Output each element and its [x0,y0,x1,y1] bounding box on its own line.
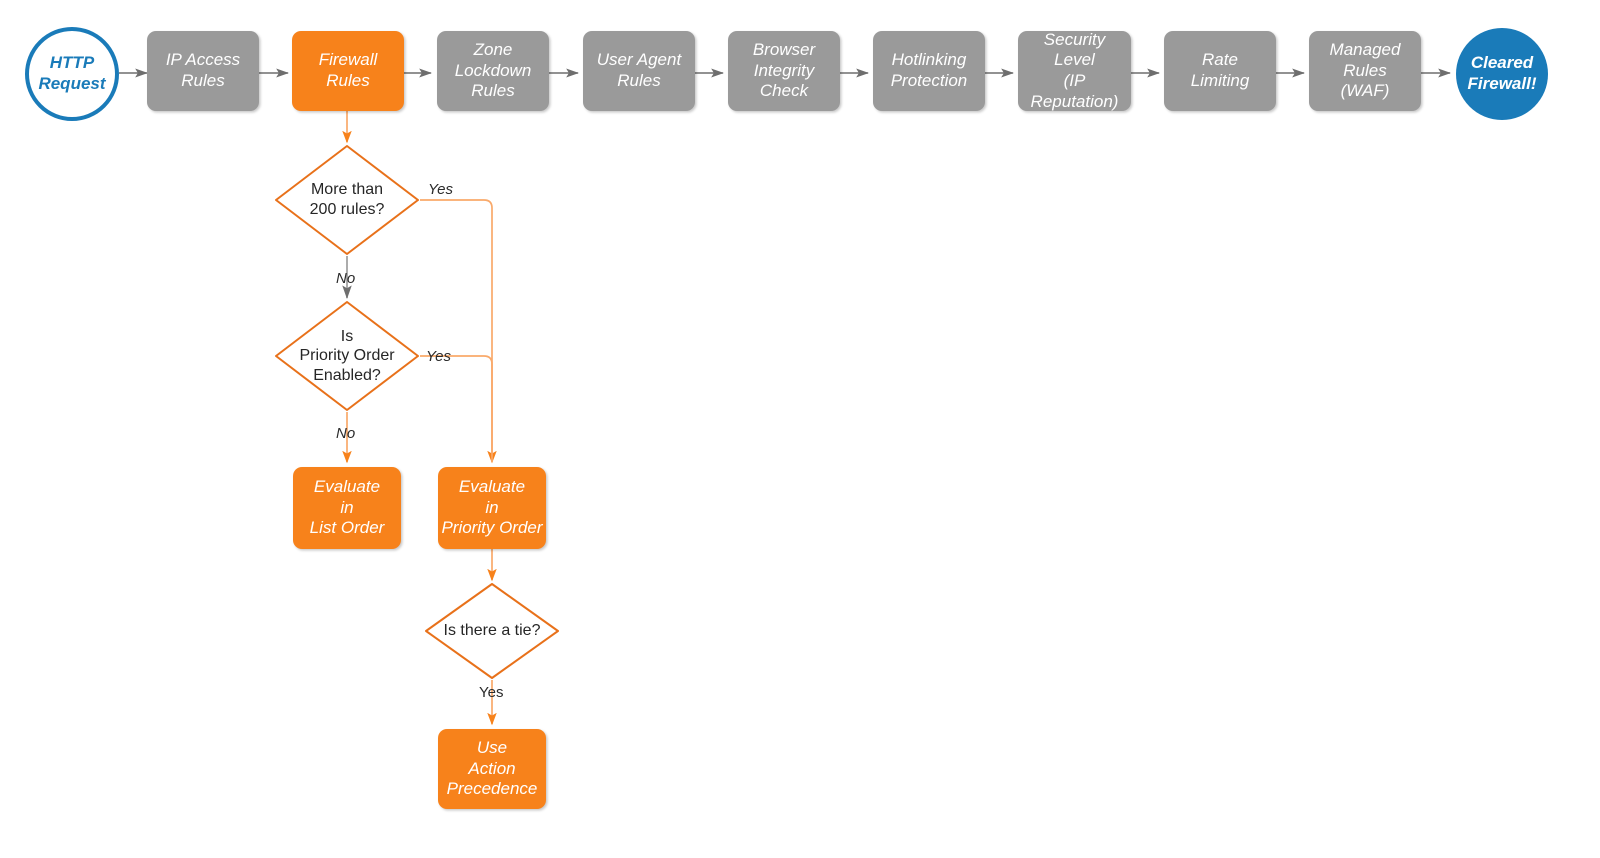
node-security-level[interactable]: Security Level (IP Reputation) [1018,29,1131,111]
node-user-agent-rules[interactable]: User Agent Rules [583,31,695,111]
node-managed-rules-waf[interactable]: Managed Rules (WAF) [1309,31,1421,111]
edge-label-no-priority-order: No [336,425,356,442]
node-label: Evaluate in List Order [309,476,385,538]
node-zone-lockdown-rules[interactable]: Zone Lockdown Rules [437,31,549,111]
node-cleared-firewall[interactable]: Cleared Firewall! [1456,28,1548,120]
node-label: Security Level (IP Reputation) [1030,29,1119,111]
node-label: More than 200 rules? [309,181,385,218]
node-firewall-rules[interactable]: Firewall Rules [292,31,404,111]
node-label: IP Access Rules [165,50,241,90]
edge-label-yes-more-than-200: Yes [428,181,454,198]
node-is-priority-order-enabled[interactable]: Is Priority Order Enabled? [276,302,418,410]
node-label: Use Action Precedence [446,737,538,799]
edge-label-yes-priority-order: Yes [426,348,452,365]
node-rate-limiting[interactable]: Rate Limiting [1164,31,1276,111]
node-more-than-200-rules[interactable]: More than 200 rules? [276,146,418,254]
node-label: Zone Lockdown Rules [454,39,532,101]
node-label: HTTP Request [38,53,106,93]
node-use-action-precedence[interactable]: Use Action Precedence [438,729,546,809]
edge-label-yes-is-there-a-tie: Yes [479,684,504,701]
node-is-there-a-tie[interactable]: Is there a tie? [426,584,558,678]
node-label: Rate Limiting [1190,50,1250,90]
node-evaluate-in-list-order[interactable]: Evaluate in List Order [293,467,401,549]
node-ip-access-rules[interactable]: IP Access Rules [147,31,259,111]
node-http-request[interactable]: HTTP Request [25,27,119,121]
node-hotlinking-protection[interactable]: Hotlinking Protection [873,31,985,111]
node-label: User Agent Rules [596,50,682,90]
edge-label-no-more-than-200: No [336,270,356,287]
node-label: Is there a tie? [443,622,541,640]
node-label: Managed Rules (WAF) [1329,39,1401,101]
node-label: Evaluate in Priority Order [441,476,543,538]
node-label: Firewall Rules [318,50,378,90]
edge-priorityorder-yes [420,355,493,462]
node-label: Cleared Firewall! [1467,53,1537,93]
node-label: Browser Integrity Check [752,39,816,101]
node-label: Is Priority Order Enabled? [299,327,395,384]
node-evaluate-in-priority-order[interactable]: Evaluate in Priority Order [438,467,546,549]
edge-rulecount-yes [420,199,497,464]
node-label: Hotlinking Protection [890,50,968,90]
node-browser-integrity-check[interactable]: Browser Integrity Check [728,31,840,111]
